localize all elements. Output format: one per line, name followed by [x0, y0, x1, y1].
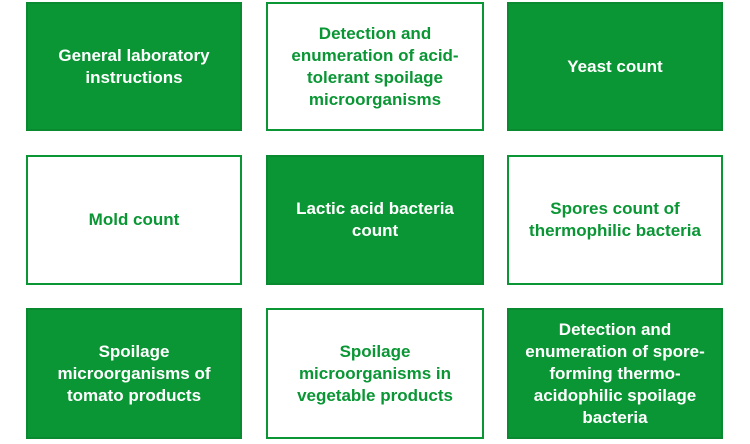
tile-general-laboratory-instructions[interactable]: General laboratory instructions — [26, 2, 242, 131]
tile-thermo-acidophilic-spoilage-bacteria[interactable]: Detection and enumeration of spore- form… — [507, 308, 723, 439]
tile-yeast-count[interactable]: Yeast count — [507, 2, 723, 131]
tile-spoilage-vegetable-products[interactable]: Spoilage microorganisms in vegetable pro… — [266, 308, 484, 439]
tile-label: General laboratory instructions — [58, 45, 210, 87]
tile-label: Lactic acid bacteria count — [296, 199, 454, 240]
tile-label: Spoilage microorganisms in vegetable pro… — [297, 341, 453, 405]
tile-label: Detection and enumeration of spore- form… — [525, 319, 705, 427]
tile-lactic-acid-bacteria-count[interactable]: Lactic acid bacteria count — [266, 155, 484, 285]
tile-label: Mold count — [88, 210, 180, 229]
tile-label: Yeast count — [567, 56, 663, 76]
tile-mold-count[interactable]: Mold count — [26, 155, 242, 285]
tile-label: Detection and enumeration of acid- toler… — [291, 23, 459, 109]
tile-acid-tolerant-spoilage-microorganisms[interactable]: Detection and enumeration of acid- toler… — [266, 2, 484, 131]
tile-spoilage-tomato-products[interactable]: Spoilage microorganisms of tomato produc… — [26, 308, 242, 439]
tile-label: Spores count of thermophilic bacteria — [529, 199, 701, 240]
tile-label: Spoilage microorganisms of tomato produc… — [57, 341, 211, 405]
tile-spores-count-thermophilic-bacteria[interactable]: Spores count of thermophilic bacteria — [507, 155, 723, 285]
